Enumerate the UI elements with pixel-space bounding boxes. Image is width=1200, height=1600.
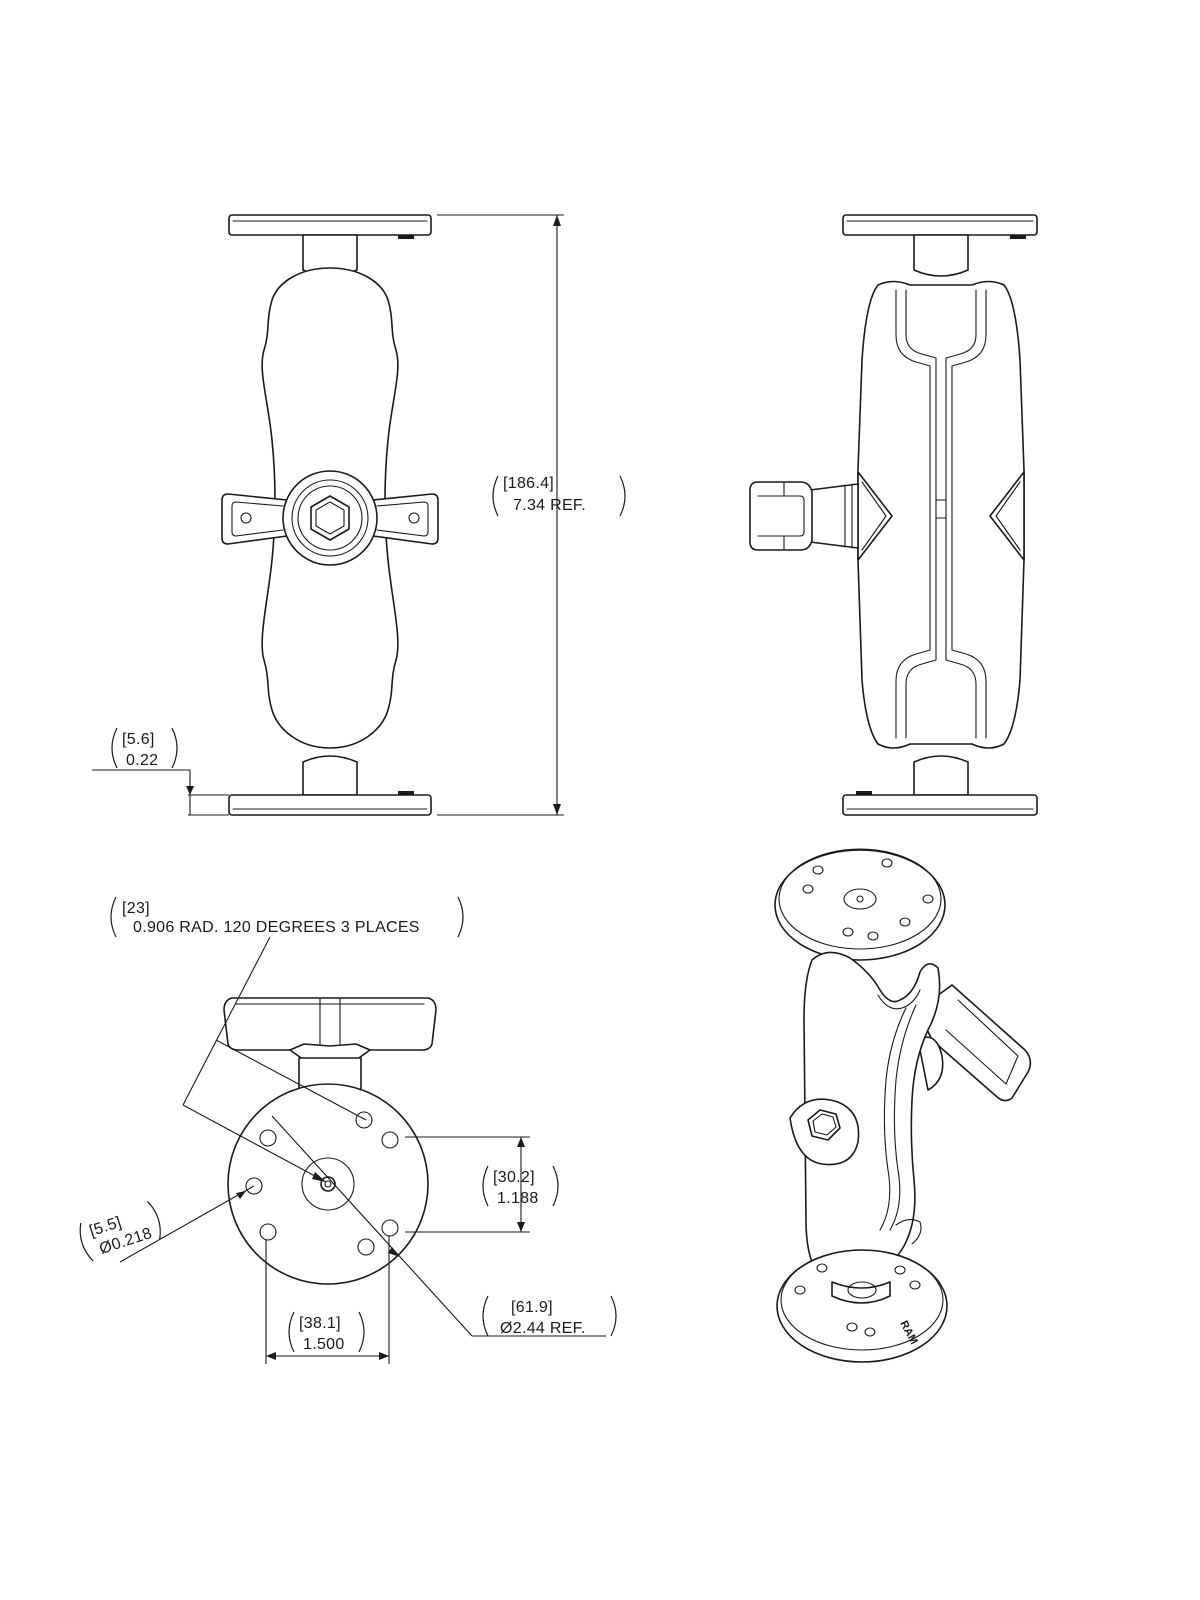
front-view [92,214,564,816]
hole-spacing-vertical-imperial-label: 1.188 [497,1190,539,1207]
overall-height-imperial-label: 7.34 REF. [513,497,586,514]
base-view [119,936,606,1364]
overall-height-metric-label: [186.4] [503,475,554,492]
base-diameter-imperial-label: Ø2.44 REF. [500,1320,586,1337]
hole-spacing-horizontal-imperial-label: 1.500 [303,1336,345,1353]
hole-spacing-vertical-metric-label: [30.2] [493,1169,535,1186]
isometric-view: RAM [774,848,1032,1363]
side-view [749,214,1038,816]
base-diameter-metric-label: [61.9] [511,1299,553,1316]
hole-spacing-horizontal-metric-label: [38.1] [299,1315,341,1332]
base-thickness-metric-label: [5.6] [122,731,155,748]
hole-radius-imperial-label: 0.906 RAD. 120 DEGREES 3 PLACES [133,919,420,936]
base-thickness-imperial-label: 0.22 [126,752,158,769]
hole-radius-metric-label: [23] [122,900,150,917]
